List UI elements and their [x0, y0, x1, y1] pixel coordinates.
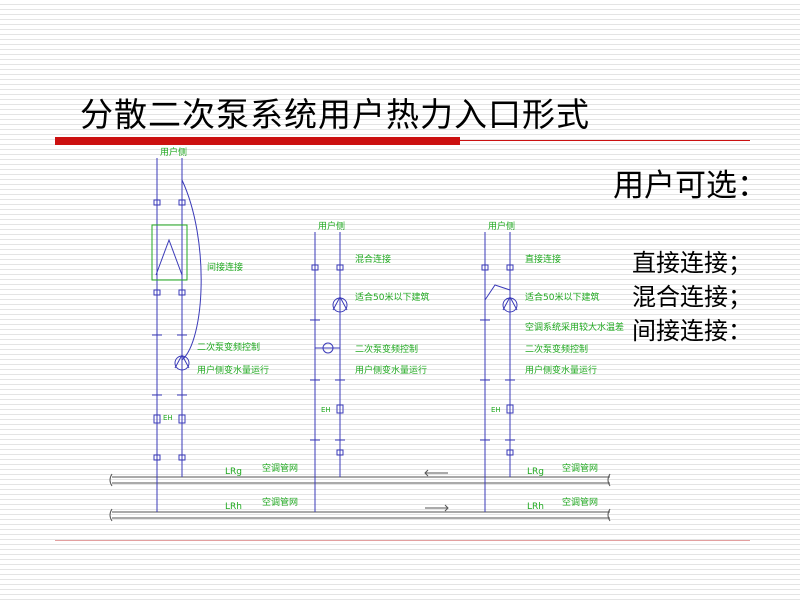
- slide-title: 分散二次泵系统用户热力入口形式: [80, 95, 590, 134]
- heat-exchanger-symbol: [155, 238, 183, 276]
- option-indirect: 间接连接：: [632, 317, 752, 345]
- options-heading: 用户可选：: [613, 168, 768, 204]
- options-list: 直接连接； 混合连接； 间接连接：: [632, 246, 752, 348]
- option-direct: 直接连接；: [632, 249, 752, 277]
- right-supply-pipe-tag: LRg: [527, 467, 544, 477]
- left-meter-label: EH: [163, 414, 173, 422]
- supply-pipe-tag: LRg: [225, 467, 242, 477]
- right-pump-note-2: 用户侧变水量运行: [525, 364, 597, 376]
- flow-arrows: [424, 469, 449, 512]
- middle-pump-note-2: 用户侧变水量运行: [355, 364, 427, 376]
- left-top-label: 用户侧: [160, 146, 187, 158]
- middle-note-1: 适合50米以下建筑: [355, 291, 429, 303]
- right-note-2: 空调系统采用较大水温差: [525, 321, 624, 333]
- unit-mixed: [310, 232, 348, 512]
- left-connection-label: 间接连接: [207, 261, 243, 273]
- middle-connection-label: 混合连接: [355, 253, 391, 265]
- middle-mixing-valve: [322, 342, 334, 354]
- right-return-pipe-tag: LRh: [527, 502, 544, 512]
- right-pump-note-1: 二次泵变频控制: [525, 343, 588, 355]
- right-meter-label: EH: [491, 406, 501, 414]
- return-main-break-left: [109, 508, 113, 522]
- supply-main-break-left: [109, 473, 113, 487]
- unit-direct: [480, 232, 518, 512]
- option-mixed: 混合连接；: [632, 283, 752, 311]
- unit-indirect: [151, 158, 202, 512]
- middle-meter-label: EH: [321, 406, 331, 414]
- diagram-labels: 用户侧 间接连接 二次泵变频控制 用户侧变水量运行 EH LRg 空调管网 LR…: [160, 146, 624, 512]
- right-return-pipe-name: 空调管网: [562, 496, 598, 508]
- left-pump-note-2: 用户侧变水量运行: [197, 364, 269, 376]
- right-connection-label: 直接连接: [525, 253, 561, 265]
- middle-pump-note-1: 二次泵变频控制: [355, 343, 418, 355]
- return-main-break-right: [607, 508, 611, 522]
- middle-top-label: 用户侧: [318, 220, 345, 232]
- main-pipes: [109, 473, 611, 522]
- supply-main-break-right: [607, 473, 611, 487]
- footer-divider: [55, 540, 750, 541]
- supply-pipe-name-left: 空调管网: [262, 462, 298, 474]
- left-bypass-curve: [181, 179, 202, 361]
- right-top-label: 用户侧: [488, 220, 515, 232]
- title-underline-bar: [55, 137, 460, 145]
- right-note-1: 适合50米以下建筑: [525, 291, 599, 303]
- left-pump-note-1: 二次泵变频控制: [197, 341, 260, 353]
- right-control-line: [484, 284, 511, 301]
- title-underline-thin: [460, 140, 750, 141]
- heat-exchanger: [151, 224, 188, 281]
- return-pipe-name-left: 空调管网: [262, 496, 298, 508]
- right-supply-pipe-name: 空调管网: [562, 462, 598, 474]
- return-pipe-tag: LRh: [225, 502, 242, 512]
